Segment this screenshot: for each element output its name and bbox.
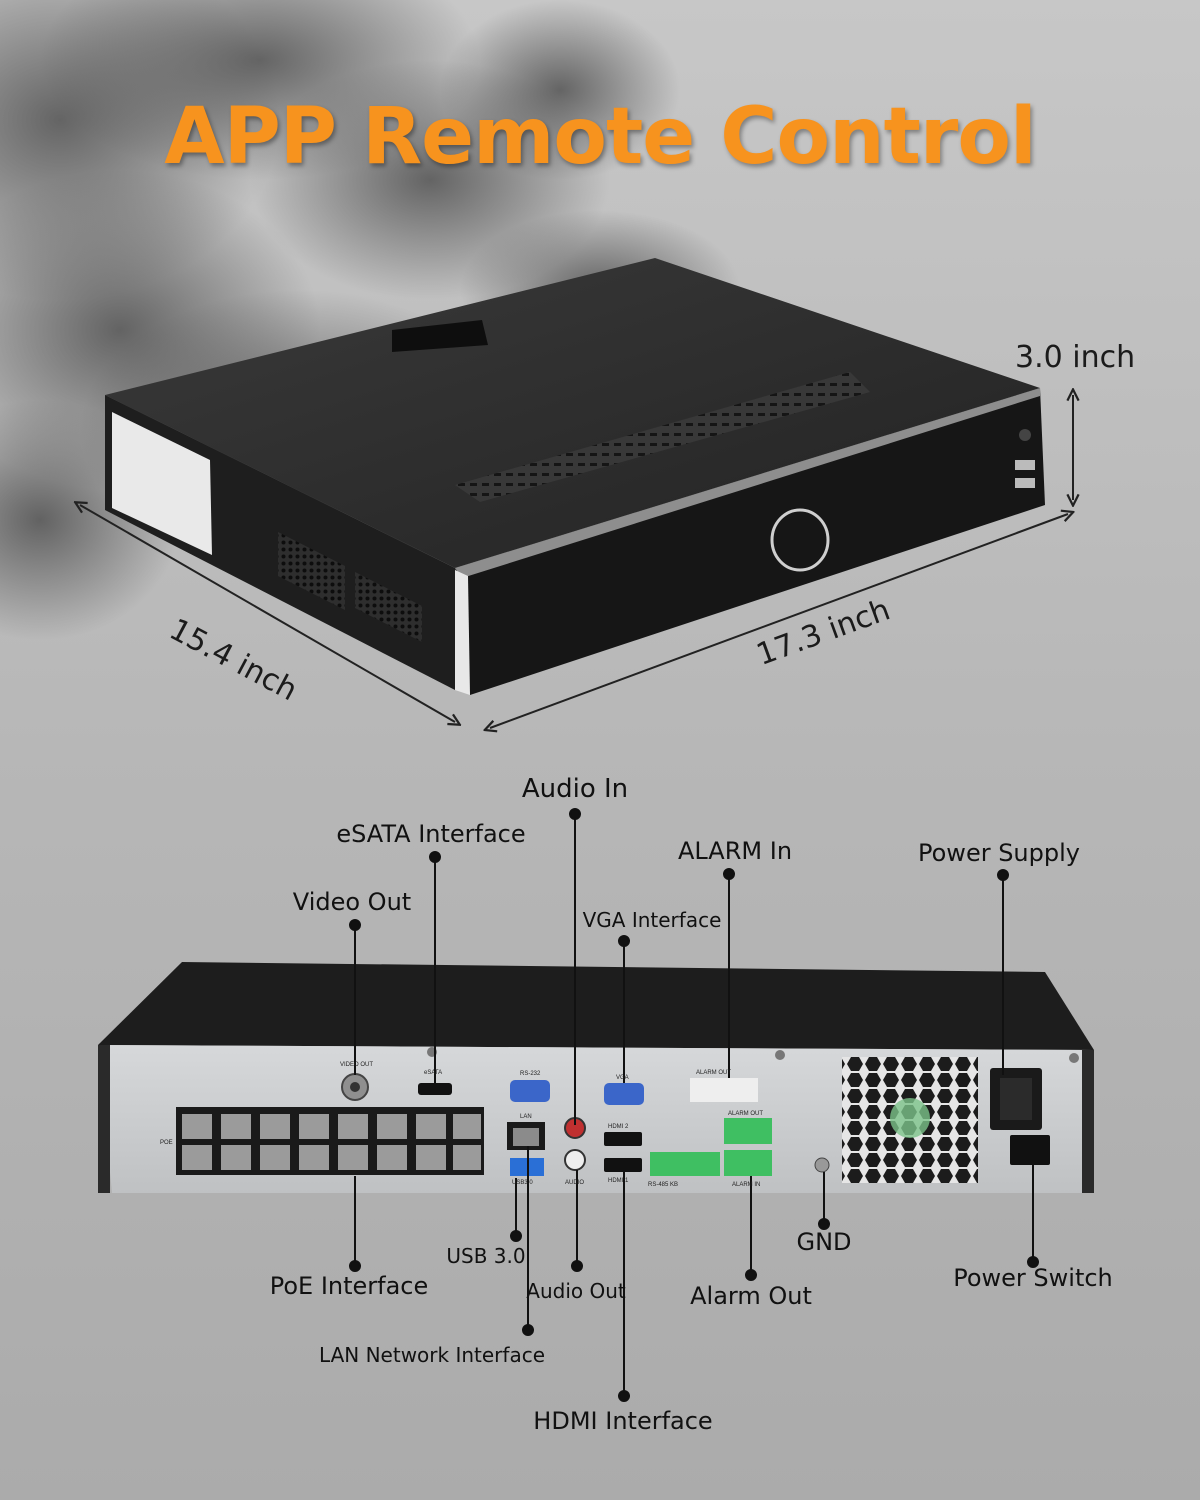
- panel-label-rs232: RS-232: [520, 1071, 541, 1077]
- device-rear-view: [98, 962, 1094, 1193]
- callout-power-switch: Power Switch: [953, 1264, 1113, 1292]
- device-top-view: [105, 258, 1045, 695]
- callout-power-supply: Power Supply: [918, 839, 1080, 867]
- height-dimension: 3.0 inch: [1015, 340, 1136, 375]
- callout-audio-out: Audio Out: [526, 1279, 626, 1303]
- callout-esata: eSATA Interface: [336, 820, 526, 848]
- callout-alarm-out: Alarm Out: [690, 1282, 812, 1310]
- panel-label-vga: VGA: [616, 1075, 629, 1081]
- panel-label-alarm-out: ALARM OUT: [728, 1111, 763, 1117]
- callout-vga: VGA Interface: [582, 908, 722, 932]
- callout-audio-in: Audio In: [521, 774, 629, 804]
- panel-label-alarm-out-top: ALARM OUT: [696, 1070, 731, 1076]
- callout-poe: PoE Interface: [269, 1272, 429, 1300]
- dimension-arrows: [80, 395, 1073, 728]
- page-title: APP Remote Control: [164, 92, 1036, 182]
- panel-label-poe: POE: [160, 1140, 173, 1146]
- panel-labels: VIDEO OUT eSATA RS-232 VGA ALARM OUT LAN…: [160, 1062, 763, 1188]
- callout-alarm-in: ALARM In: [677, 837, 793, 865]
- panel-label-alarm-in: ALARM IN: [732, 1182, 760, 1188]
- panel-label-video-out: VIDEO OUT: [340, 1062, 373, 1068]
- panel-label-lan: LAN: [520, 1114, 532, 1120]
- callout-hdmi: HDMI Interface: [533, 1407, 713, 1435]
- callout-usb: USB 3.0: [446, 1244, 526, 1268]
- panel-label-rs485: RS-485 KB: [648, 1182, 678, 1188]
- callout-lan: LAN Network Interface: [318, 1343, 546, 1367]
- callout-lines: [349, 808, 1039, 1402]
- callout-gnd: GND: [796, 1228, 852, 1256]
- panel-label-esata: eSATA: [424, 1070, 442, 1076]
- panel-label-usb: USB3.0: [512, 1180, 533, 1186]
- panel-label-hdmi1: HDMI 1: [608, 1178, 629, 1184]
- panel-label-hdmi2: HDMI 2: [608, 1124, 629, 1130]
- callout-video-out: Video Out: [292, 888, 412, 916]
- panel-label-audio: AUDIO: [565, 1180, 584, 1186]
